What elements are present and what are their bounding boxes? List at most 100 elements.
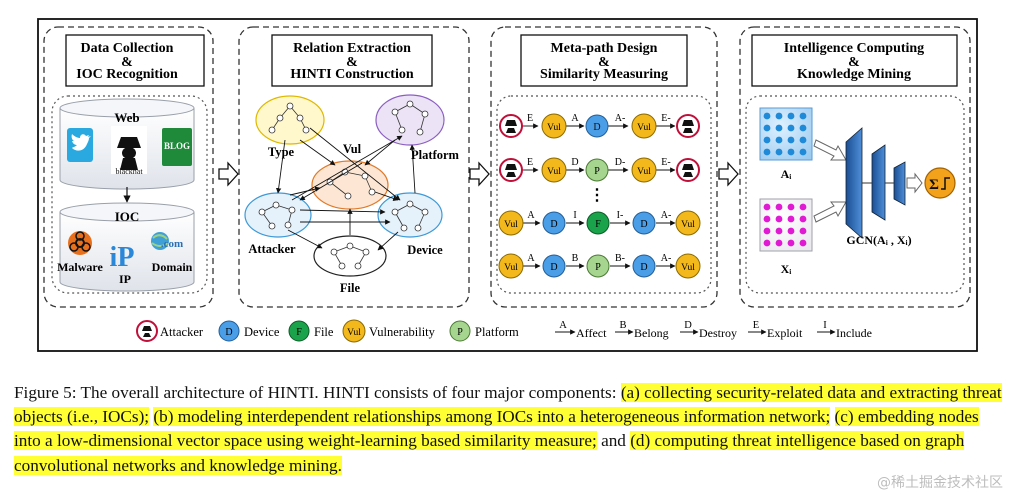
legend: Attacker D Device F File Vul Vulnerabili… xyxy=(136,319,872,343)
legend-platform-icon xyxy=(449,320,471,342)
architecture-figure: Data Collection & IOC Recognition Web bl… xyxy=(37,18,978,352)
panel3-title-line1: Meta-path Design xyxy=(551,41,658,56)
legend-affect-label: Affect xyxy=(576,326,607,340)
legend-vul-label: Vulnerability xyxy=(369,325,436,339)
device-node: D xyxy=(640,219,647,230)
edge-label: A- xyxy=(661,253,672,264)
edge-label: I- xyxy=(617,210,624,221)
legend-include-symbol: I xyxy=(823,320,827,331)
file-cluster xyxy=(313,235,387,277)
device-cluster xyxy=(377,192,443,238)
vul-cluster xyxy=(311,160,389,210)
edge-label: E xyxy=(527,113,533,124)
com-text: .com xyxy=(161,238,183,250)
ai-label: Aᵢ xyxy=(781,167,792,181)
legend-vul-icon xyxy=(342,319,366,343)
ioc-label: IOC xyxy=(115,209,140,224)
gcn-layer-3 xyxy=(893,161,906,206)
panel3-title-line2: Similarity Measuring xyxy=(540,67,668,82)
edge-label: A- xyxy=(661,210,672,221)
vul-node: Vul xyxy=(681,263,695,273)
edge-label: E- xyxy=(661,157,670,168)
panel-relation-extraction: Relation Extraction & HINTI Construction xyxy=(238,26,470,308)
legend-platform-label: Platform xyxy=(475,325,519,339)
edge-label: E- xyxy=(661,113,670,124)
xi-label: Xᵢ xyxy=(781,262,792,276)
legend-file-symbol: F xyxy=(296,327,302,338)
figure-caption: Figure 5: The overall architecture of HI… xyxy=(14,381,1004,478)
edge-label: D xyxy=(571,157,578,168)
panel2-title-amp: & xyxy=(346,55,358,70)
panel-meta-path: Meta-path Design & Similarity Measuring … xyxy=(490,26,718,308)
panel4-title-line1: Intelligence Computing xyxy=(784,41,924,56)
blog-text: BLOG xyxy=(164,141,190,151)
malware-biohazard-icon xyxy=(68,231,92,255)
sigma-symbol: Σ xyxy=(929,177,939,193)
ellipsis-dots: ⋮ xyxy=(589,187,605,204)
legend-device-icon xyxy=(218,320,240,342)
legend-file-label: File xyxy=(314,325,334,339)
type-label: Type xyxy=(268,145,295,159)
panel1-title-amp: & xyxy=(121,55,133,70)
blog-icon xyxy=(162,128,192,166)
edge-label: I xyxy=(573,210,576,221)
legend-device-symbol: D xyxy=(225,327,232,338)
legend-platform-symbol: P xyxy=(457,327,463,338)
malware-label: Malware xyxy=(57,260,103,274)
legend-include-label: Include xyxy=(836,326,872,340)
meta-path-row-2: E D D- E- Vul P Vul xyxy=(499,157,700,183)
legend-exploit-symbol: E xyxy=(753,320,759,331)
vul-node: Vul xyxy=(547,123,561,133)
edge-label: A xyxy=(527,253,535,264)
edge-label: B- xyxy=(615,253,625,264)
legend-affect-symbol: A xyxy=(559,320,567,331)
device-label: Device xyxy=(407,243,443,257)
ip-icon: iP xyxy=(110,242,135,273)
legend-belong-label: Belong xyxy=(634,326,669,340)
legend-device-label: Device xyxy=(244,325,280,339)
legend-destroy-label: Destroy xyxy=(699,326,737,340)
domain-label: Domain xyxy=(152,260,193,274)
edge-label: E xyxy=(527,157,533,168)
vul-node: Vul xyxy=(547,167,561,177)
platform-label: Platform xyxy=(411,148,459,162)
edge-label: A- xyxy=(615,113,626,124)
legend-exploit-label: Exploit xyxy=(767,326,803,340)
panel3-title-amp: & xyxy=(598,55,610,70)
vul-node: Vul xyxy=(681,220,695,230)
panel1-title-line2: IOC Recognition xyxy=(76,67,178,82)
activation-icon xyxy=(924,167,956,199)
watermark: @稀土掘金技术社区 xyxy=(877,475,1003,491)
edge-label: A xyxy=(527,210,535,221)
legend-file-icon xyxy=(288,320,310,342)
panel4-title-line2: Knowledge Mining xyxy=(797,67,911,82)
caption-intro: Figure 5: The overall architecture of HI… xyxy=(14,383,621,402)
panel2-title-line2: HINTI Construction xyxy=(290,67,414,82)
legend-attacker-label: Attacker xyxy=(160,325,204,339)
flow-arrow-2 xyxy=(469,161,490,187)
flow-arrow-1 xyxy=(218,161,239,187)
attacker-label: Attacker xyxy=(248,242,296,256)
blackhat-text: blackhat xyxy=(115,167,143,176)
panel-intelligence-computing: Intelligence Computing & Knowledge Minin… xyxy=(739,26,971,308)
gcn-layer-1 xyxy=(845,127,863,239)
vul-node: Vul xyxy=(637,167,651,177)
edge-label: A xyxy=(571,113,579,124)
vul-node: Vul xyxy=(504,263,518,273)
file-node: F xyxy=(595,219,601,230)
panel4-title-amp: & xyxy=(848,55,860,70)
panel2-title-line1: Relation Extraction xyxy=(293,41,411,56)
edge-label: B xyxy=(572,253,579,264)
meta-path-row-3: A I I- A- Vul D F D Vul xyxy=(498,210,701,236)
device-node: D xyxy=(550,262,557,273)
caption-separator-and: and xyxy=(596,431,631,451)
device-node: D xyxy=(593,122,600,133)
vul-node: Vul xyxy=(504,220,518,230)
device-node: D xyxy=(550,219,557,230)
meta-path-row-1: E A A- E- Vul D Vul xyxy=(499,113,700,139)
ip-label: IP xyxy=(119,272,131,286)
caption-highlight-b: (b) modeling interdependent relationship… xyxy=(153,407,831,427)
device-node: D xyxy=(640,262,647,273)
file-label: File xyxy=(340,281,361,295)
vul-label: Vul xyxy=(343,142,362,156)
